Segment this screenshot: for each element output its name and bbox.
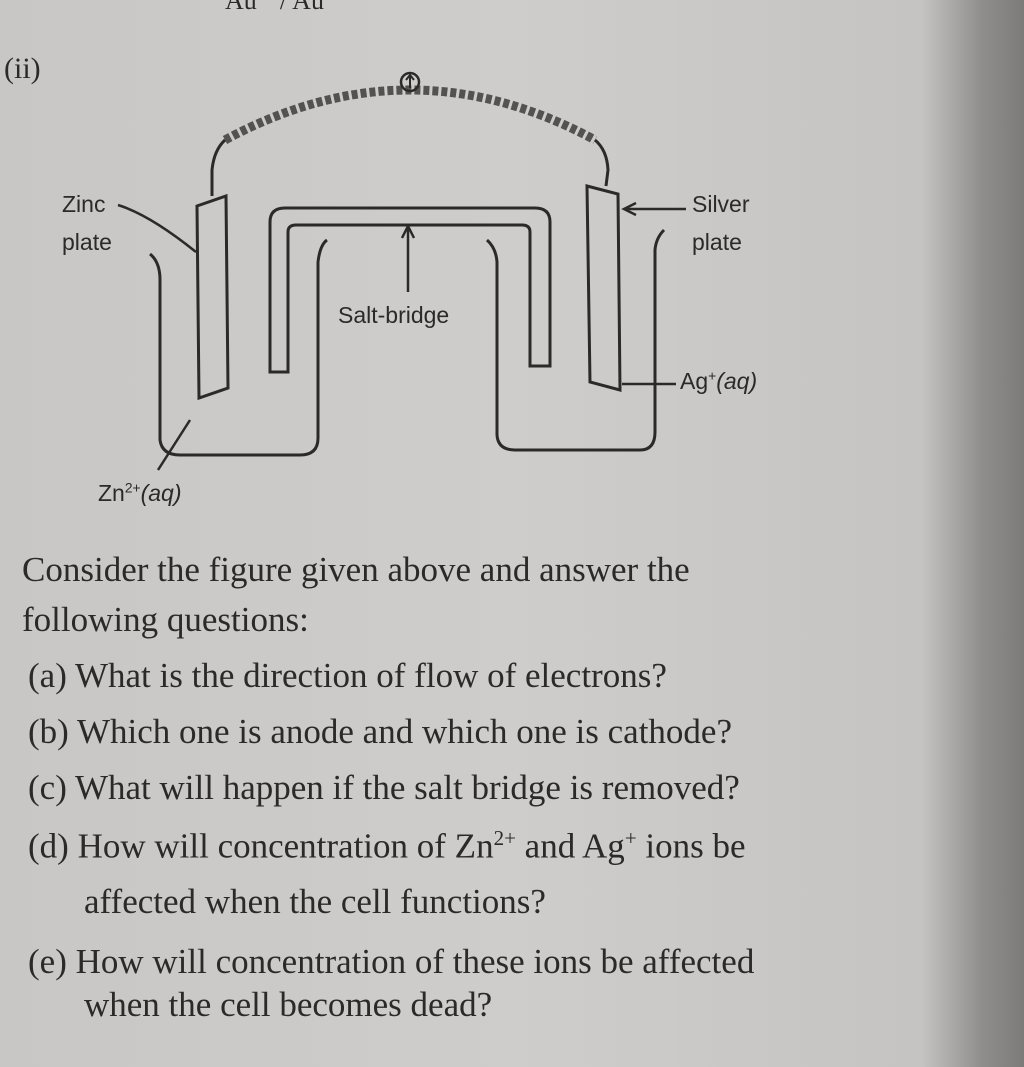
question-text: What is the direction of flow of electro… [74, 656, 667, 695]
galvanic-cell-diagram [117, 71, 686, 471]
zn-text: Zn [98, 480, 125, 506]
ag-text: Ag [680, 368, 709, 394]
zinc-label-line2: plate [62, 229, 112, 255]
question-d: (d) How will concentration of Zn2+ and A… [28, 826, 746, 867]
question-d-continued: affected when the cell functions? [84, 882, 546, 921]
ag-solution-label: Ag+(aq) [680, 368, 757, 395]
zn-suffix: (aq) [140, 480, 182, 506]
header-text: Au [225, 0, 257, 15]
zinc-label-pointer [117, 203, 197, 253]
salt-bridge-label: Salt-bridge [338, 302, 450, 328]
zinc-label-line1: Zinc [62, 191, 106, 217]
question-text: and Ag [515, 826, 625, 866]
intro-line1: Consider the figure given above and answ… [22, 550, 690, 589]
question-label: (d) [28, 826, 69, 866]
question-e: (e) How will concentration of these ions… [28, 942, 754, 982]
question-text: Which one is anode and which one is cath… [76, 712, 732, 751]
salt-bridge-pointer-arrow [400, 223, 416, 292]
coiled-wire [222, 85, 598, 144]
question-label: (c) [28, 768, 67, 807]
zn-solution-label: Zn2+(aq) [98, 480, 181, 507]
wire-right [593, 138, 610, 187]
header-sup: 3+ [257, 0, 274, 3]
silver-plate [585, 184, 622, 392]
part-label: (ii) [4, 52, 41, 85]
ammeter-arrow-icon [405, 73, 415, 88]
salt-bridge [268, 206, 552, 374]
ag-suffix: (aq) [716, 368, 758, 394]
question-e-continued: when the cell becomes dead? [84, 985, 493, 1024]
question-text: ions be [636, 826, 746, 866]
ag-sup: + [708, 368, 717, 384]
question-label: (a) [28, 656, 67, 695]
right-beaker [485, 228, 666, 452]
question-label: (b) [28, 712, 69, 751]
ammeter-icon [399, 71, 421, 93]
silver-label-line2: plate [692, 229, 742, 255]
intro-line2: following questions: [22, 600, 309, 639]
zinc-plate [195, 193, 230, 401]
header-fragment: Au3+ / Au [225, 0, 324, 16]
silver-label-line1: Silver [692, 191, 750, 217]
zn-solution-pointer [156, 419, 192, 471]
zn-sup: 2+ [124, 480, 141, 496]
question-text: How will concentration of these ions be … [75, 942, 755, 981]
ag-charge: + [624, 826, 637, 850]
question-b: (b) Which one is anode and which one is … [28, 712, 732, 752]
silver-label-pointer [621, 201, 686, 217]
wire-left [210, 138, 227, 196]
question-label: (e) [28, 942, 67, 981]
header-suffix: / Au [273, 0, 324, 15]
question-text: What will happen if the salt bridge is r… [74, 768, 740, 807]
question-text: How will concentration of Zn [77, 826, 494, 866]
zn-charge: 2+ [493, 826, 516, 850]
left-beaker [149, 238, 328, 457]
question-a: (a) What is the direction of flow of ele… [28, 656, 667, 696]
question-c: (c) What will happen if the salt bridge … [28, 768, 740, 808]
